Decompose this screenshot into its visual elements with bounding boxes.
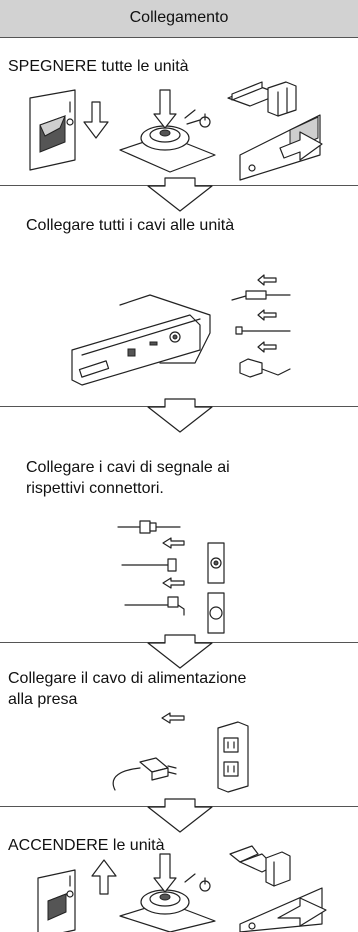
step-4-text-line-2: alla presa bbox=[8, 691, 78, 708]
step-4-text-line-1: Collegare il cavo di alimentazione bbox=[8, 670, 247, 687]
step-5-text: ACCENDERE le unità bbox=[8, 837, 165, 854]
power-switch-on-icon bbox=[38, 870, 75, 932]
wall-jacks-icon bbox=[208, 543, 224, 633]
header-bar: Collegamento bbox=[0, 0, 358, 38]
signal-cables-icon bbox=[118, 521, 184, 615]
laptop-rear-ports-icon bbox=[72, 295, 210, 385]
step-3-illustration bbox=[0, 505, 358, 655]
page-title: Collegamento bbox=[129, 9, 229, 26]
wall-outlet-switch-icon bbox=[240, 115, 322, 180]
step-4-illustration bbox=[0, 710, 358, 810]
down-arrow-divider-icon bbox=[0, 634, 358, 674]
power-plug-icon bbox=[113, 713, 184, 790]
step-5-illustration bbox=[0, 846, 358, 932]
unplug-icon bbox=[228, 82, 296, 116]
step-3-text-line-2: rispettivi connettori. bbox=[26, 480, 164, 497]
up-arrow-icon bbox=[92, 860, 116, 894]
step-2-text: Collegare tutti i cavi alle unità bbox=[26, 217, 235, 234]
arrows-and-cables-icon bbox=[232, 275, 290, 377]
power-outlet-icon bbox=[218, 722, 248, 792]
step-3-text-line-1: Collegare i cavi di segnale ai bbox=[26, 459, 230, 476]
power-switch-off-icon bbox=[30, 90, 75, 170]
push-button-icon bbox=[120, 90, 215, 172]
down-arrow-divider-icon bbox=[0, 398, 358, 438]
down-arrow-divider-icon bbox=[0, 177, 358, 217]
push-button-icon bbox=[120, 854, 215, 932]
down-arrow-divider-icon bbox=[0, 798, 358, 838]
step-2-illustration bbox=[0, 255, 358, 390]
step-1-text: SPEGNERE tutte le unità bbox=[8, 58, 189, 75]
plug-in-icon bbox=[230, 846, 326, 932]
down-arrow-icon bbox=[84, 102, 108, 138]
step-1-illustration bbox=[0, 80, 358, 185]
